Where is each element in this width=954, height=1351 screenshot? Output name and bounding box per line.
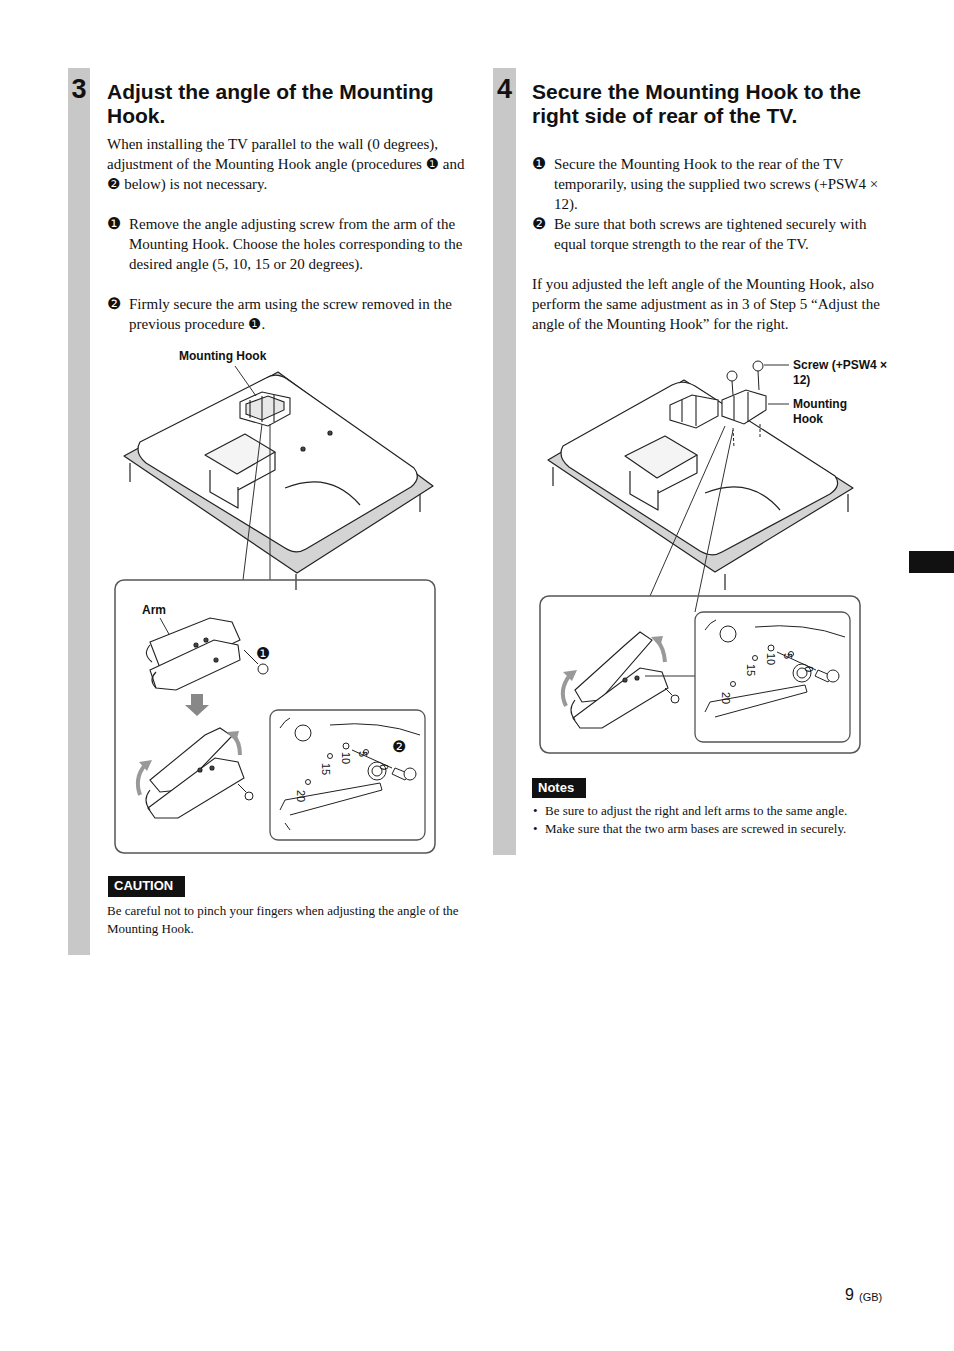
screw bbox=[665, 688, 679, 703]
angle-mark: 10 bbox=[765, 653, 777, 665]
callout-number: ❶ bbox=[532, 154, 546, 174]
down-arrow bbox=[185, 694, 209, 716]
page-number: 9 bbox=[845, 1286, 854, 1304]
mounting-hook-left bbox=[240, 392, 290, 426]
part-label: Screw (+PSW4 × 12) bbox=[793, 358, 893, 388]
section-tab bbox=[909, 551, 954, 573]
note-text: Make sure that the two arm bases are scr… bbox=[545, 820, 890, 838]
callout-number: ❷ bbox=[392, 737, 406, 757]
step-number: 3 bbox=[68, 68, 90, 104]
bullet: • bbox=[533, 820, 538, 838]
rotation-arrows bbox=[563, 640, 665, 706]
callout-number: ❶ bbox=[107, 214, 121, 234]
part-label: Mounting Hook bbox=[179, 349, 266, 364]
tv-rear-right bbox=[548, 380, 853, 590]
body-text: When installing the TV parallel to the w… bbox=[107, 134, 469, 194]
step-number-bar: 4 bbox=[493, 68, 516, 855]
arm-opened-right bbox=[571, 632, 668, 728]
leader-lines bbox=[160, 366, 270, 636]
body-text: Be sure that both screws are tightened s… bbox=[554, 214, 890, 254]
step-number: 4 bbox=[493, 68, 516, 104]
angle-mark: 0 bbox=[378, 764, 390, 770]
tv-rear-left bbox=[124, 372, 433, 590]
angle-mark: 5 bbox=[357, 751, 369, 757]
rotation-arrows bbox=[138, 735, 240, 795]
tag-text: CAUTION bbox=[108, 876, 179, 896]
leader-lines bbox=[650, 365, 789, 612]
part-label: Mounting Hook bbox=[793, 397, 857, 427]
notes-tag: Notes bbox=[532, 778, 586, 798]
leader-line bbox=[645, 676, 695, 677]
arm-opened bbox=[146, 728, 244, 818]
angle-mark: 5 bbox=[782, 653, 794, 659]
detail-inset bbox=[115, 580, 435, 853]
mounting-hooks-right bbox=[670, 390, 766, 428]
arrow-heads bbox=[139, 731, 239, 771]
arm-dial-detail bbox=[280, 718, 420, 830]
detail-inset bbox=[540, 596, 860, 753]
body-text: If you adjusted the left angle of the Mo… bbox=[532, 274, 892, 334]
callout-number: ❶ bbox=[256, 644, 270, 664]
callout-number: ❷ bbox=[532, 214, 546, 234]
callout-number: ❷ bbox=[107, 294, 121, 314]
screw bbox=[238, 784, 253, 800]
caution-tag: CAUTION bbox=[108, 876, 185, 897]
angle-mark: 10 bbox=[340, 752, 352, 764]
step-number-bar: 3 bbox=[68, 68, 90, 955]
page-suffix: (GB) bbox=[859, 1291, 882, 1303]
angle-mark: 0 bbox=[803, 666, 815, 672]
step-heading: Secure the Mounting Hook to the right si… bbox=[532, 80, 892, 128]
detail-inset bbox=[695, 612, 850, 742]
angle-mark: 20 bbox=[720, 692, 732, 704]
angle-mark: 15 bbox=[320, 763, 332, 775]
detail-inset bbox=[270, 710, 425, 840]
arrow-heads bbox=[563, 636, 663, 681]
part-label: Arm bbox=[142, 603, 166, 618]
body-text: Firmly secure the arm using the screw re… bbox=[129, 294, 465, 334]
body-text: Secure the Mounting Hook to the rear of … bbox=[554, 154, 890, 214]
bullet: • bbox=[533, 802, 538, 820]
step-heading: Adjust the angle of the Mounting Hook. bbox=[107, 80, 467, 128]
body-text: Remove the angle adjusting screw from th… bbox=[129, 214, 465, 274]
arm-closed bbox=[146, 618, 240, 690]
caution-text: Be careful not to pinch your fingers whe… bbox=[107, 902, 465, 938]
angle-mark: 15 bbox=[745, 664, 757, 676]
angle-mark: 20 bbox=[295, 790, 307, 802]
tag-text: Notes bbox=[532, 778, 580, 798]
note-text: Be sure to adjust the right and left arm… bbox=[545, 802, 890, 820]
arm-dial-detail bbox=[705, 620, 845, 717]
